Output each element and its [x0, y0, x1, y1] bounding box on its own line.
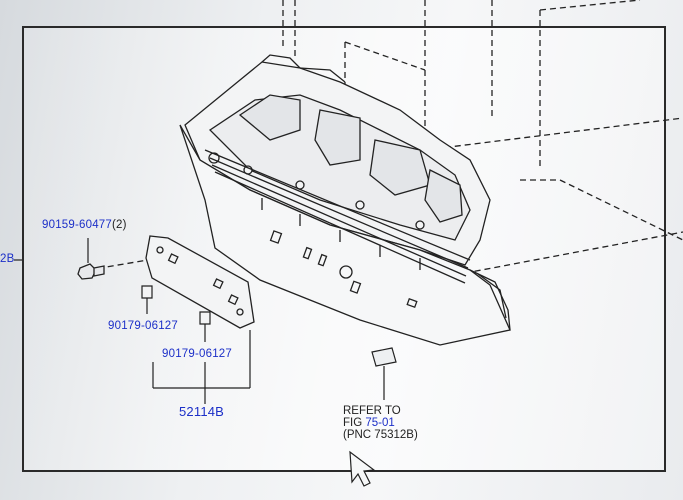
grommet-75312b	[371, 347, 397, 400]
clip-90179-06127-b	[199, 311, 211, 342]
clip-90179-06127-a	[141, 285, 153, 314]
callout-90179-06127-a[interactable]: 90179-06127	[108, 320, 178, 332]
bracket-52114b	[145, 235, 255, 329]
callout-left-edge-2b[interactable]: 2B	[0, 253, 15, 265]
callout-90159-60477[interactable]: 90159-60477(2)	[42, 219, 127, 231]
mouse-cursor-icon	[349, 450, 376, 487]
lower-panel	[179, 124, 511, 346]
callout-90179-06127-b[interactable]: 90179-06127	[162, 348, 232, 360]
refer-note-line2: FIG 75-01	[343, 417, 418, 429]
refer-note-fig-link[interactable]: 75-01	[365, 417, 395, 429]
callout-90159-qty: (2)	[112, 219, 127, 231]
upper-structure	[184, 54, 491, 266]
bolt-90159-60477	[77, 238, 105, 280]
refer-note-line3: (PNC 75312B)	[343, 429, 418, 441]
group-leader-52114b	[152, 330, 251, 404]
callout-90159-number[interactable]: 90159-60477	[42, 219, 112, 231]
callout-52114b[interactable]: 52114B	[179, 404, 225, 419]
refer-note-fig-prefix: FIG	[343, 417, 366, 429]
refer-note-line1: REFER TO	[343, 405, 401, 417]
refer-note: REFER TO FIG 75-01 (PNC 75312B)	[343, 405, 418, 441]
